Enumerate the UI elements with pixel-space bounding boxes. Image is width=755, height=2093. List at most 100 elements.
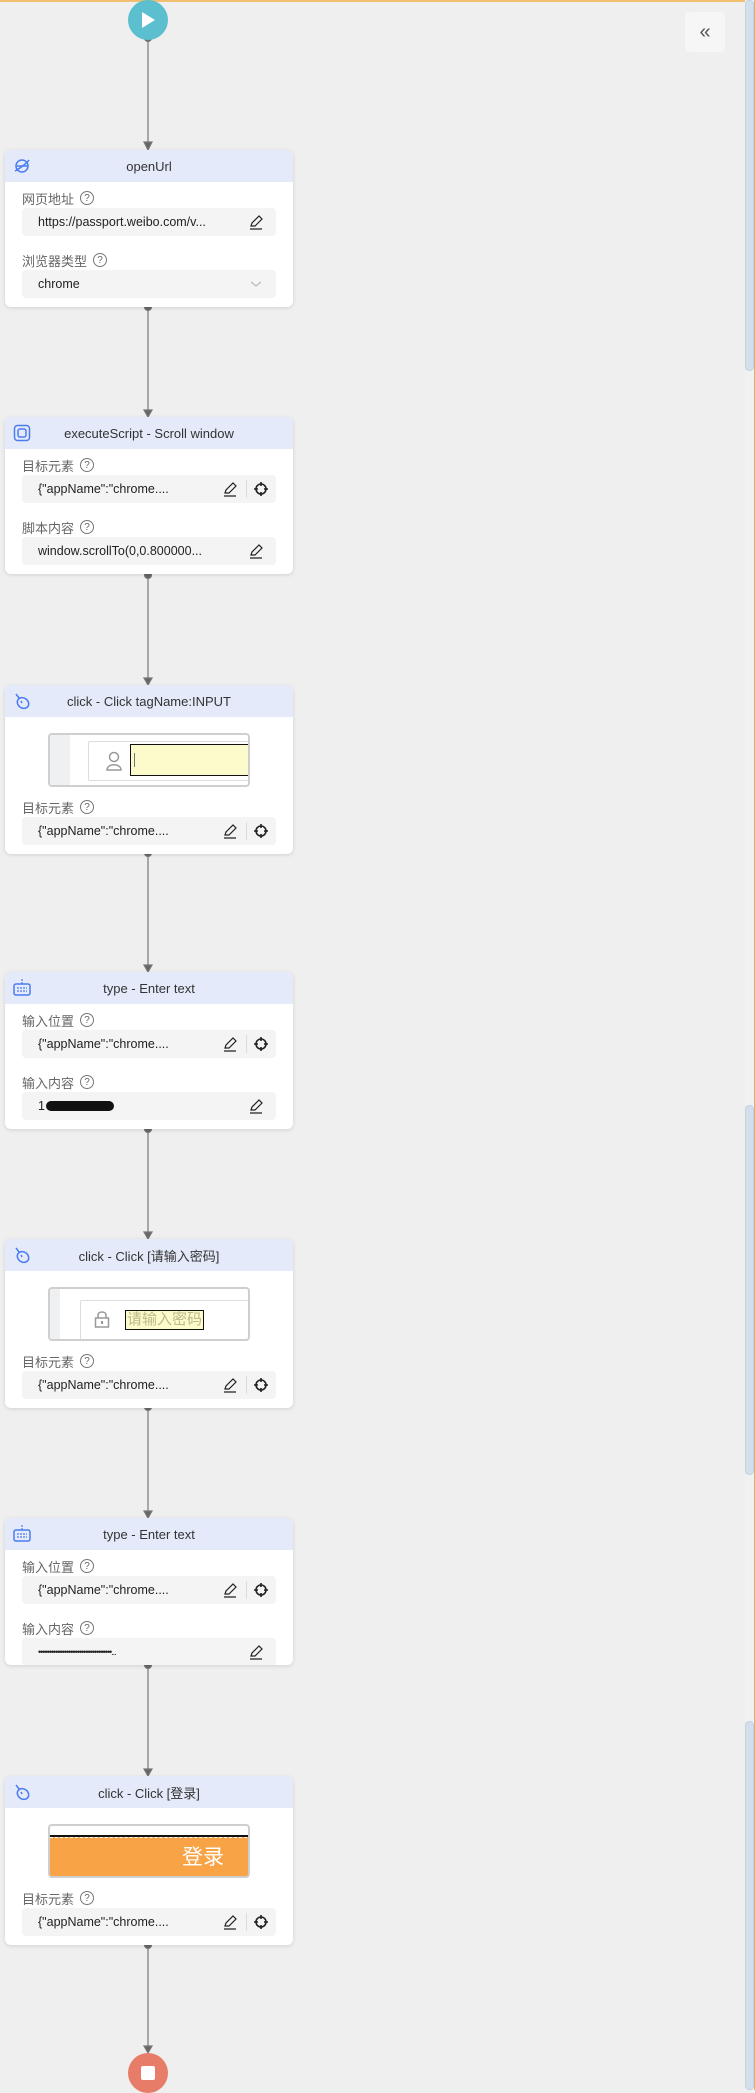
field-value: {"appName":"chrome.... [38,1037,169,1051]
node-title: type - Enter text [103,980,195,996]
node-openurl[interactable]: openUrl 网页地址? https://passport.weibo.com… [5,150,293,307]
field-value: {"appName":"chrome.... [38,1915,169,1929]
field-value: {"appName":"chrome.... [38,1583,169,1597]
input-location-field[interactable]: {"appName":"chrome.... [22,1030,276,1058]
browser-icon [14,159,30,173]
script-icon [13,424,31,442]
crosshair-icon[interactable] [253,481,269,497]
node-title: click - Click tagName:INPUT [67,693,231,709]
field-value: window.scrollTo(0,0.800000... [38,544,202,558]
divider [246,1035,247,1053]
help-icon[interactable]: ? [80,1013,95,1027]
input-content-field[interactable]: 1 [22,1092,276,1120]
node-click-password[interactable]: click - Click [请输入密码] 请输入密码 目标元素? {"appN… [5,1239,293,1408]
edit-icon[interactable] [248,214,264,230]
edit-icon[interactable] [222,823,238,839]
field-label: 脚本内容 [22,520,75,536]
target-element-field[interactable]: {"appName":"chrome.... [22,1371,276,1399]
node-click-login[interactable]: click - Click [登录] 登录 目标元素? {"appName":"… [5,1776,293,1945]
keyboard-icon [13,979,31,996]
divider [246,480,247,498]
lock-icon [94,1311,110,1328]
divider [246,1581,247,1599]
edit-icon[interactable] [222,481,238,497]
node-title: click - Click [请输入密码] [78,1248,220,1264]
field-label: 浏览器类型 [22,253,88,269]
node-type-text[interactable]: type - Enter text 输入位置? {"appName":"chro… [5,972,293,1129]
divider [246,1913,247,1931]
node-type-password[interactable]: type - Enter text 输入位置? {"appName":"chro… [5,1518,293,1665]
field-label: 输入内容 [22,1621,75,1637]
element-preview [48,733,250,787]
field-label: 网页地址 [22,191,75,207]
mouse-icon [15,693,30,710]
double-chevron-left-icon: « [699,20,711,43]
field-value: {"appName":"chrome.... [38,824,169,838]
user-icon [106,751,122,771]
scrollbar-thumb[interactable] [745,1105,754,1475]
edit-icon[interactable] [248,1644,264,1660]
crosshair-icon[interactable] [253,1377,269,1393]
crosshair-icon[interactable] [253,823,269,839]
field-label: 输入位置 [22,1559,75,1575]
field-value: 1 [38,1099,45,1113]
node-title: type - Enter text [103,1526,195,1542]
help-icon[interactable]: ? [80,1559,95,1573]
mouse-icon [15,1247,30,1264]
node-title: openUrl [126,158,172,174]
crosshair-icon[interactable] [253,1582,269,1598]
input-content-field[interactable]: ••••••••••••••••••••••••••••••••••... [22,1638,276,1665]
collapse-panel-button[interactable]: « [685,12,725,52]
edit-icon[interactable] [222,1914,238,1930]
scrollbar-thumb[interactable] [745,0,754,371]
crosshair-icon[interactable] [253,1036,269,1052]
element-preview: 登录 [48,1824,250,1878]
preview-text: 请输入密码 [125,1310,205,1330]
help-icon[interactable]: ? [80,458,95,472]
end-node[interactable] [128,2053,168,2093]
top-border [0,0,755,2]
stop-icon [141,2066,155,2080]
crosshair-icon[interactable] [253,1914,269,1930]
field-label: 目标元素 [22,1354,75,1370]
field-value: {"appName":"chrome.... [38,1378,169,1392]
help-icon[interactable]: ? [80,1075,95,1089]
field-value: https://passport.weibo.com/v... [38,215,206,229]
start-node[interactable] [128,0,168,40]
redaction-mark [45,1101,114,1111]
field-value: chrome [38,277,80,291]
script-content-field[interactable]: window.scrollTo(0,0.800000... [22,537,276,565]
target-element-field[interactable]: {"appName":"chrome.... [22,1908,276,1936]
help-icon[interactable]: ? [80,520,95,534]
help-icon[interactable]: ? [80,1621,95,1635]
edit-icon[interactable] [222,1377,238,1393]
field-value: ••••••••••••••••••••••••••••••••••... [38,1647,117,1657]
edit-icon[interactable] [248,1098,264,1114]
target-element-field[interactable]: {"appName":"chrome.... [22,817,276,845]
field-label: 目标元素 [22,800,75,816]
help-icon[interactable]: ? [80,800,95,814]
play-icon [142,12,155,28]
field-value: {"appName":"chrome.... [38,482,169,496]
node-title: click - Click [登录] [98,1785,200,1801]
browser-select[interactable]: chrome [22,270,276,298]
keyboard-icon [13,1525,31,1542]
field-label: 输入内容 [22,1075,75,1091]
node-execute-script[interactable]: executeScript - Scroll window 目标元素? {"ap… [5,417,293,574]
preview-text: 登录 [50,1837,248,1876]
connector-arrow [143,141,153,152]
help-icon[interactable]: ? [80,1891,95,1905]
edit-icon[interactable] [222,1582,238,1598]
divider [246,822,247,840]
element-preview: 请输入密码 [48,1287,250,1341]
help-icon[interactable]: ? [93,253,108,267]
help-icon[interactable]: ? [80,1354,95,1368]
help-icon[interactable]: ? [80,191,95,205]
edit-icon[interactable] [248,543,264,559]
target-element-field[interactable]: {"appName":"chrome.... [22,475,276,503]
url-field[interactable]: https://passport.weibo.com/v... [22,208,276,236]
input-location-field[interactable]: {"appName":"chrome.... [22,1576,276,1604]
node-click-input[interactable]: click - Click tagName:INPUT 目标元素? {"appN… [5,685,293,854]
edit-icon[interactable] [222,1036,238,1052]
divider [246,1376,247,1394]
